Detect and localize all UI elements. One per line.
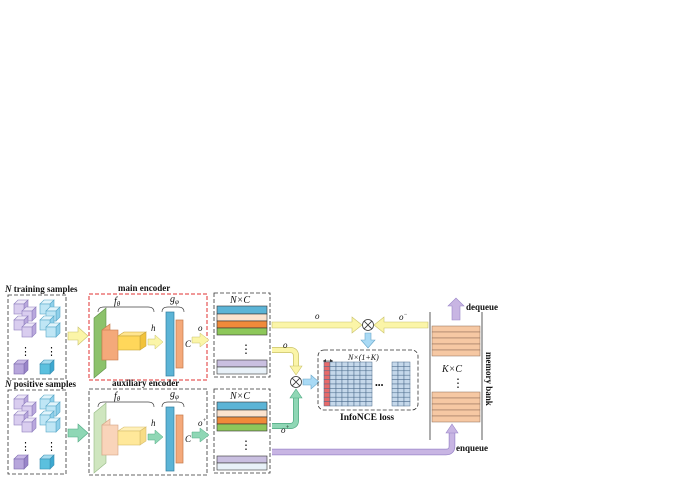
n1k-label: N×(1+K) — [347, 353, 379, 362]
main-encoder-label: main encoder — [118, 283, 170, 293]
main-feature-bars — [216, 305, 268, 375]
memory-vdots: ⋮ — [452, 376, 464, 390]
main-projection-blue — [165, 311, 175, 377]
training-sample-cubes — [13, 299, 61, 375]
arrow-mid-mult-to-loss — [302, 374, 320, 390]
memory-bank-queue-top — [431, 325, 481, 357]
training-samples-label: N training samples — [4, 284, 78, 294]
dequeue-label: dequeue — [466, 302, 498, 312]
o-aux: o+ — [198, 418, 207, 428]
nxc-top-label: N×C — [229, 295, 250, 306]
arrow-positives-to-aux — [67, 423, 89, 443]
infonce-loss-box — [317, 349, 419, 411]
positive-samples-box — [7, 389, 67, 475]
aux-projection-blue — [165, 406, 175, 472]
main-backbone — [93, 307, 147, 379]
f-theta-main: fθ — [114, 296, 121, 308]
main-features-vdots: ⋮ — [240, 342, 252, 356]
aux-feature-bars — [216, 401, 268, 471]
infonce-loss-label: InfoNCE loss — [340, 413, 394, 423]
positive-vdots-left: ⋮ — [20, 441, 31, 453]
positive-vdots-right: ⋮ — [46, 441, 57, 453]
main-projection-orange — [175, 319, 184, 369]
aux-features-box — [213, 388, 271, 474]
nxc-bottom-label: N×C — [229, 391, 250, 402]
f-theta-aux: fθ — [114, 391, 121, 403]
arrow-o-to-mid-mult — [289, 365, 303, 376]
arrow-samples-to-main — [67, 326, 89, 346]
arrow-o-to-top-mult — [271, 316, 363, 334]
memory-bank-label: memory bank — [484, 352, 494, 406]
o-main: o — [198, 323, 203, 333]
o-arrow-mid-label: o — [283, 340, 288, 350]
training-samples-box — [7, 294, 67, 380]
o-plus-label: o+ — [281, 425, 290, 435]
auxiliary-encoder-label: auxiliary encoder — [112, 378, 179, 388]
g-phi-aux: gφ — [170, 389, 179, 401]
dequeue-arrow — [447, 297, 465, 321]
g-phi-main: gφ — [170, 294, 179, 306]
aux-features-vdots: ⋮ — [240, 438, 252, 452]
o-arrow-top-label: o — [315, 311, 320, 321]
arrow-top-mult-to-loss — [360, 332, 376, 349]
h-aux: h — [151, 418, 156, 428]
enqueue-label: enqueue — [456, 443, 488, 453]
training-vdots-left: ⋮ — [20, 346, 31, 358]
positive-sample-cubes — [13, 394, 61, 470]
arrow-ominus-to-top-mult — [373, 316, 429, 334]
training-vdots-right: ⋮ — [46, 346, 57, 358]
c-aux: C — [185, 434, 192, 444]
similarity-matrix-left — [323, 361, 373, 407]
auxiliary-backbone — [93, 402, 147, 474]
memory-bank-queue-bottom — [431, 391, 481, 423]
arrow-oplus-to-mid-mult — [289, 388, 303, 399]
c-main: C — [185, 339, 192, 349]
positive-samples-label: N positive samples — [4, 379, 77, 389]
aux-projection-orange — [175, 414, 184, 464]
h-main: h — [151, 323, 156, 333]
enqueue-arrow — [445, 423, 459, 434]
main-features-box — [213, 292, 271, 378]
similarity-matrix-right — [391, 361, 411, 407]
loss-hdots: ••• — [375, 381, 384, 390]
o-minus-label: o− — [399, 312, 408, 322]
kxc-label: K×C — [441, 364, 462, 375]
